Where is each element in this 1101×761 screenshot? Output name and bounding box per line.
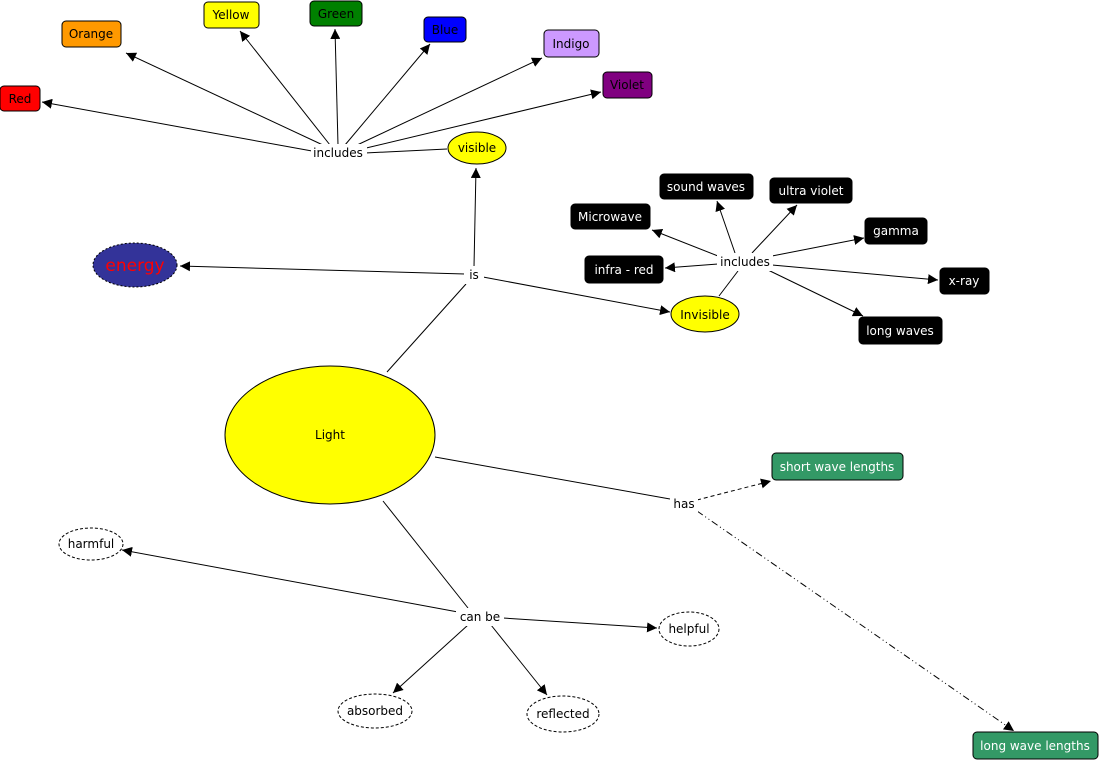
line-light-is <box>386 283 467 373</box>
node-invisible-label: Invisible <box>680 308 730 322</box>
arrow-includes-sound-waves <box>715 200 736 254</box>
node-yellow-label: Yellow <box>212 8 250 22</box>
arrow-includes-red <box>41 98 313 152</box>
node-reflected-label: reflected <box>536 707 589 721</box>
arrow-includes-blue <box>344 43 431 146</box>
node-x-ray[interactable]: x-ray <box>939 267 990 295</box>
line-invisible-includes <box>718 270 739 297</box>
node-microwave-label: Microwave <box>578 210 642 224</box>
node-yellow[interactable]: Yellow <box>203 1 260 29</box>
node-helpful-label: helpful <box>668 622 709 636</box>
node-harmful[interactable]: harmful <box>58 527 124 561</box>
node-red-label: Red <box>9 92 32 106</box>
arrow-includes-microwave <box>651 229 719 257</box>
link-label-is: is <box>469 268 479 282</box>
node-gamma[interactable]: gamma <box>864 217 928 245</box>
node-absorbed[interactable]: absorbed <box>337 693 413 729</box>
arrow-can-be-helpful <box>502 617 658 633</box>
node-orange-label: Orange <box>69 27 113 41</box>
node-sound-waves-label: sound waves <box>667 180 745 194</box>
link-label-can-be: can be <box>460 610 500 624</box>
link-label-has: has <box>673 497 694 511</box>
node-visible[interactable]: visible <box>447 131 507 165</box>
node-energy[interactable]: energy <box>92 242 178 288</box>
node-ultra-violet[interactable]: ultra violet <box>769 177 853 204</box>
arrow-can-be-harmful <box>121 546 459 613</box>
line-visible-includes <box>364 148 448 154</box>
link-label-includes-visible: includes <box>313 146 363 160</box>
node-blue-label: Blue <box>432 23 459 37</box>
node-green-label: Green <box>318 7 354 21</box>
arrow-includes-yellow <box>239 30 331 146</box>
line-light-has <box>434 456 671 500</box>
arrow-has-long-wave-lengths <box>696 510 1015 732</box>
arrow-includes-infra-red <box>664 262 719 273</box>
node-orange[interactable]: Orange <box>61 20 122 48</box>
node-infra-red[interactable]: infra - red <box>584 255 664 284</box>
node-violet[interactable]: Violet <box>602 71 653 99</box>
node-ultra-violet-label: ultra violet <box>779 184 844 198</box>
node-light-label: Light <box>315 428 345 442</box>
node-visible-label: visible <box>458 141 496 155</box>
node-helpful[interactable]: helpful <box>658 611 720 647</box>
node-blue[interactable]: Blue <box>423 16 467 43</box>
node-long-waves[interactable]: long waves <box>858 316 943 345</box>
node-red[interactable]: Red <box>0 85 41 112</box>
node-green[interactable]: Green <box>309 0 363 27</box>
node-long-wave-lengths[interactable]: long wave lengths <box>972 731 1099 760</box>
node-long-waves-label: long waves <box>866 324 934 338</box>
arrow-can-be-reflected <box>490 624 548 696</box>
arrow-includes-ultra-violet <box>751 204 798 254</box>
node-indigo-label: Indigo <box>552 37 589 51</box>
node-absorbed-label: absorbed <box>347 704 403 718</box>
node-light[interactable]: Light <box>224 365 436 505</box>
line-light-can-be <box>382 500 469 609</box>
arrow-includes-violet <box>361 89 602 150</box>
node-x-ray-label: x-ray <box>949 274 980 288</box>
link-labels: is includes includes has can be <box>311 144 773 626</box>
node-infra-red-label: infra - red <box>594 263 653 277</box>
arrow-includes-orange <box>125 52 326 147</box>
arrow-includes-x-ray <box>771 264 939 285</box>
arrow-includes-indigo <box>354 57 543 147</box>
node-invisible[interactable]: Invisible <box>670 295 740 333</box>
node-violet-label: Violet <box>610 78 644 92</box>
arrow-includes-long-waves <box>767 269 864 317</box>
arrow-includes-gamma <box>771 235 865 257</box>
arrow-is-energy <box>179 261 466 275</box>
node-microwave[interactable]: Microwave <box>570 203 651 230</box>
node-sound-waves[interactable]: sound waves <box>659 173 754 200</box>
arrow-is-visible <box>470 167 481 268</box>
node-harmful-label: harmful <box>68 537 115 551</box>
node-reflected[interactable]: reflected <box>526 695 600 733</box>
link-label-includes-invisible: includes <box>720 255 770 269</box>
node-long-wave-lengths-label: long wave lengths <box>980 739 1090 753</box>
connectors <box>41 28 1015 732</box>
node-short-wave-lengths[interactable]: short wave lengths <box>771 452 904 481</box>
node-energy-label: energy <box>105 256 164 276</box>
arrow-is-invisible <box>482 276 671 316</box>
node-short-wave-lengths-label: short wave lengths <box>780 460 895 474</box>
node-gamma-label: gamma <box>873 224 919 238</box>
node-indigo[interactable]: Indigo <box>543 29 600 58</box>
arrow-has-short-wave-lengths <box>696 478 772 501</box>
arrow-includes-green <box>330 28 341 146</box>
arrow-can-be-absorbed <box>392 624 469 694</box>
